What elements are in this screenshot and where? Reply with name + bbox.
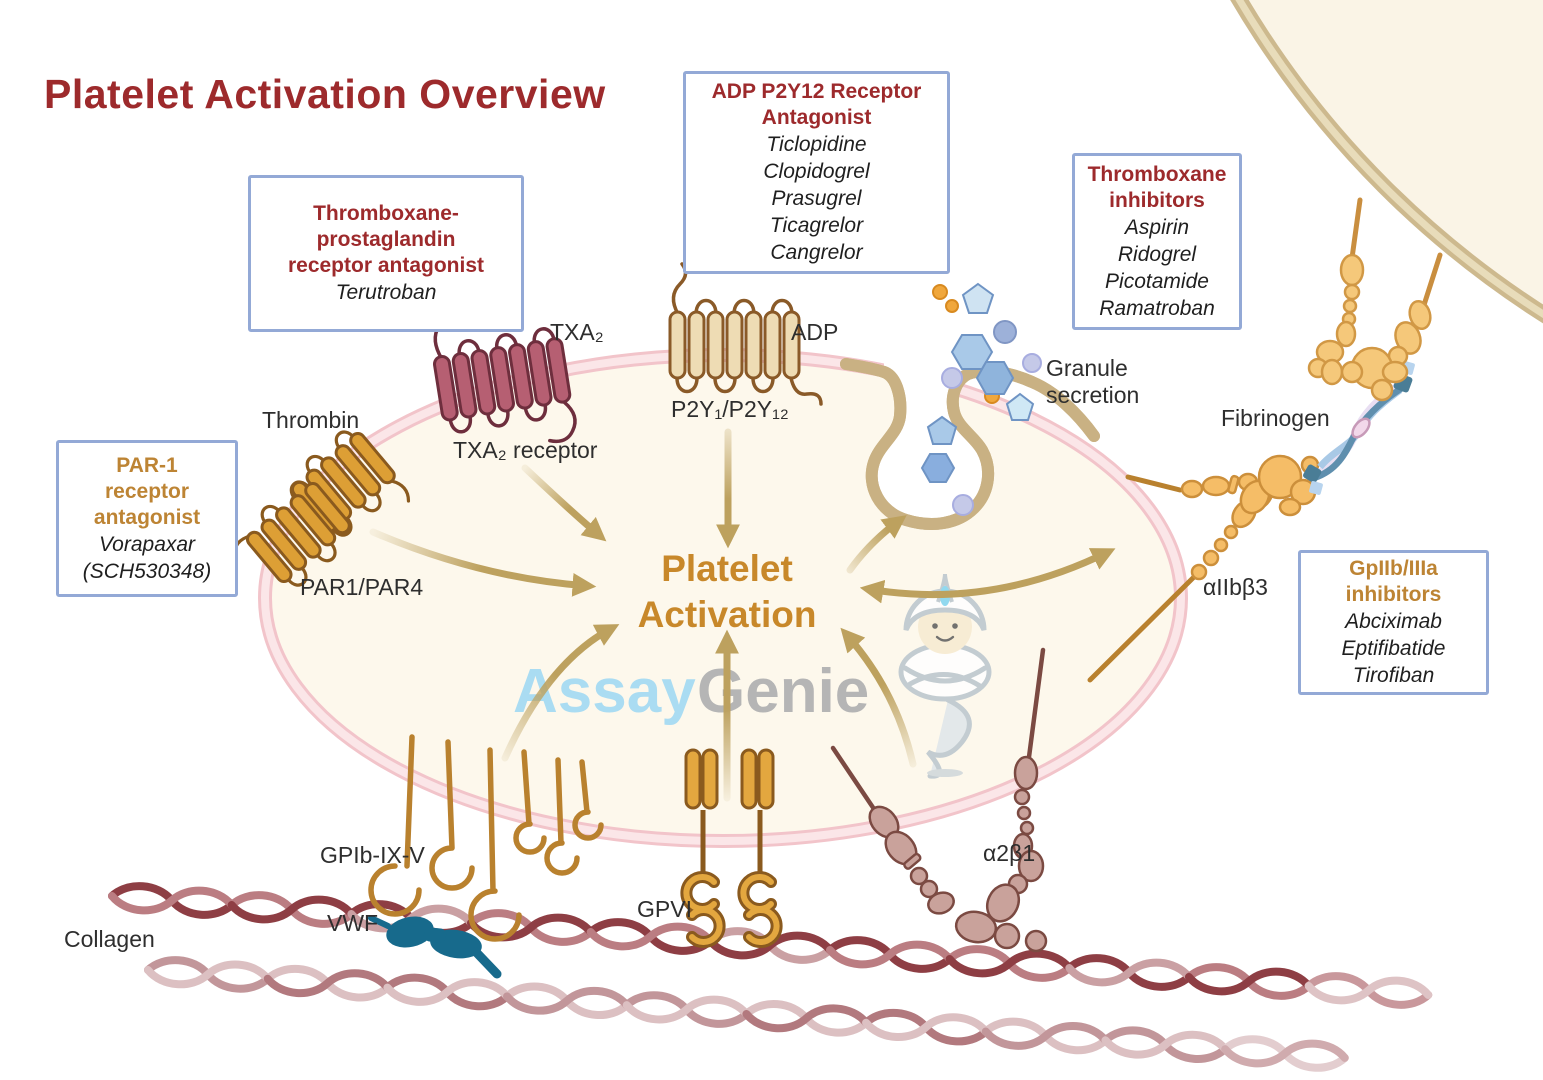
box-drug-line: Eptifibatide xyxy=(1341,637,1446,660)
label-vwf: VWF xyxy=(327,910,379,936)
granules xyxy=(920,282,1042,516)
label-txa2: TXA₂ xyxy=(550,319,604,345)
box-thromboxane-prostaglandin: Thromboxane- prostaglandin receptor anta… xyxy=(248,175,524,332)
box-drug-line: Clopidogrel xyxy=(763,160,870,183)
box-title-line: Thromboxane- xyxy=(313,202,459,225)
central-platelet-activation-text: Platelet Activation xyxy=(527,546,927,638)
label-gpib-ix-v: GPIb-IX-V xyxy=(320,842,425,868)
label-gpvi: GPVI xyxy=(637,896,692,922)
txa2-receptor xyxy=(433,324,577,444)
box-drug-line: Tirofiban xyxy=(1352,664,1435,687)
box-title-line: PAR-1 xyxy=(116,453,178,477)
box-title-line: receptor antagonist xyxy=(287,254,485,277)
central-text-line2: Activation xyxy=(637,594,817,635)
box-drug-line: Cangrelor xyxy=(770,241,863,264)
activation-arrows xyxy=(369,428,1116,802)
box-drug-line: Ramatroban xyxy=(1099,296,1215,320)
label-granule-line1: Granule xyxy=(1046,355,1128,381)
label-thrombin: Thrombin xyxy=(262,407,360,433)
box-title-line: inhibitors xyxy=(1345,583,1442,606)
central-text-line1: Platelet xyxy=(661,548,793,589)
label-a2b1: α2β1 xyxy=(983,840,1036,866)
watermark-genie-text: Genie xyxy=(697,657,869,726)
box-drug-line: Vorapaxar xyxy=(98,532,196,556)
box-drug-line: Picotamide xyxy=(1105,269,1209,293)
box-title-line: prostaglandin xyxy=(316,228,456,251)
box-par1-antagonist: PAR-1 receptor antagonist Vorapaxar (SCH… xyxy=(56,440,238,597)
box-drug-line: Aspirin xyxy=(1124,215,1190,239)
box-drug-line: Terutroban xyxy=(335,281,437,304)
p2y-receptor xyxy=(668,262,823,406)
gpib-ix-v-receptors xyxy=(368,734,604,942)
box-adp-p2y12-antagonist: ADP P2Y12 Receptor Antagonist Ticlopidin… xyxy=(683,71,950,274)
box-drug-line: Prasugrel xyxy=(771,187,862,210)
label-granule-line2: secretion xyxy=(1046,382,1140,408)
neighbour-cell xyxy=(1230,0,1543,324)
box-gpiib-iiia-inhibitors: GpIIb/IIIa inhibitors Abciximab Eptifiba… xyxy=(1298,550,1489,695)
label-collagen: Collagen xyxy=(64,926,155,952)
box-drug-line: Abciximab xyxy=(1345,610,1442,633)
vwf-molecule xyxy=(368,915,502,979)
label-adp: ADP xyxy=(791,319,839,345)
gpvi-receptors xyxy=(680,748,783,948)
label-par1-par4: PAR1/PAR4 xyxy=(300,574,424,600)
box-title-line: ADP P2Y12 Receptor xyxy=(711,80,922,103)
box-title-line: antagonist xyxy=(93,505,201,529)
par1-par4-receptors xyxy=(233,430,411,587)
label-p2y1-p2y12: P2Y₁/P2Y₁₂ xyxy=(671,396,789,422)
box-drug-line: Ticagrelor xyxy=(769,214,864,237)
a2b1-integrin xyxy=(830,647,1048,953)
label-fibrinogen: Fibrinogen xyxy=(1221,405,1330,431)
box-title-line: Thromboxane xyxy=(1087,162,1227,186)
label-aiibb3: αIIbβ3 xyxy=(1203,574,1268,600)
box-title-line: Antagonist xyxy=(761,106,872,129)
box-title-line: inhibitors xyxy=(1109,188,1205,212)
box-drug-line: Ticlopidine xyxy=(766,133,867,156)
box-drug-line: Ridogrel xyxy=(1117,242,1197,266)
label-txa2-receptor: TXA₂ receptor xyxy=(453,437,598,463)
neighbour-aiibb3-integrin xyxy=(1307,197,1443,402)
box-title-line: GpIIb/IIIa xyxy=(1349,557,1438,580)
box-thromboxane-inhibitors: Thromboxane inhibitors Aspirin Ridogrel … xyxy=(1072,153,1242,330)
page-title: Platelet Activation Overview xyxy=(44,71,606,118)
aiibb3-integrin xyxy=(1087,454,1320,683)
box-title-line: receptor xyxy=(104,479,190,503)
box-drug-line: (SCH530348) xyxy=(82,559,212,583)
